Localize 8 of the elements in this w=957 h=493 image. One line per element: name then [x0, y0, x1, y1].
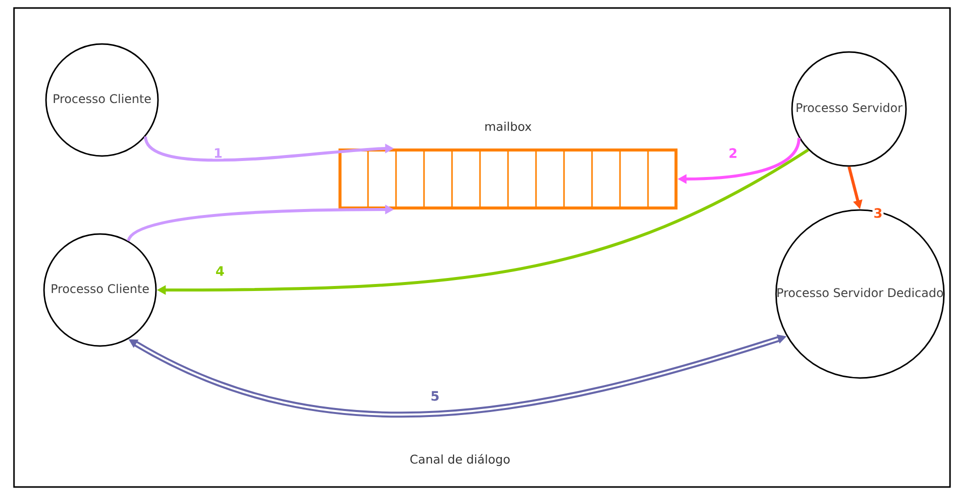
step-number: 3: [872, 207, 884, 219]
step-number: 2: [728, 147, 739, 159]
caption-text: Canal de diálogo: [410, 454, 510, 466]
mailbox-queue: mailbox: [338, 122, 678, 210]
step-number: 5: [429, 390, 441, 402]
step-number: 4: [214, 265, 226, 277]
step-number: 1: [212, 147, 224, 159]
node-label: mailbox: [485, 122, 532, 131]
